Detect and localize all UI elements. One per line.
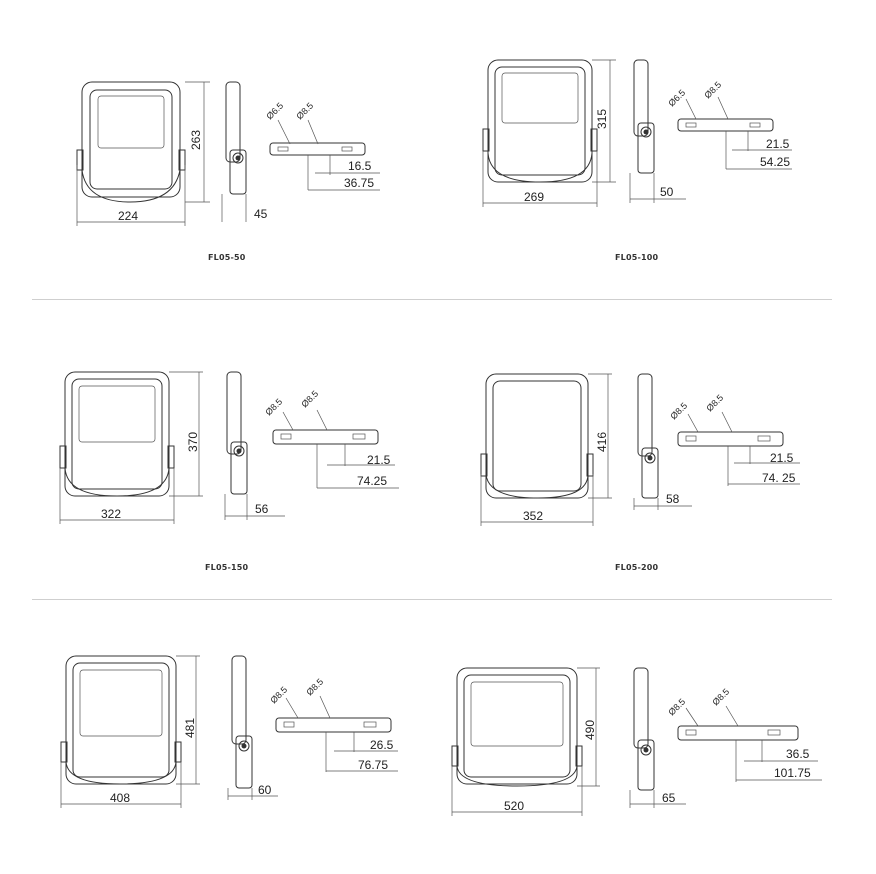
width-dimension: 269	[482, 151, 598, 207]
dim-label-b: 74.25	[357, 474, 387, 488]
hole-label-a: Ø8.5	[263, 397, 284, 418]
height-label: 481	[183, 718, 197, 738]
side-view: 60	[227, 655, 278, 800]
depth-label: 45	[254, 207, 268, 221]
depth-label: 56	[255, 502, 269, 516]
dim-label-a: 21.5	[367, 453, 391, 467]
side-view: 50	[629, 59, 686, 203]
depth-label: 58	[666, 492, 680, 506]
model-name: FL05-100	[615, 253, 659, 262]
drawing-panel-5: 481 408 60 Ø8.5 Ø8.5	[58, 652, 418, 862]
bracket-view: Ø8.5 Ø8.5 21.5 74. 25	[668, 393, 800, 486]
front-view	[76, 81, 186, 203]
dim-label-b: 54.25	[760, 155, 790, 169]
hole-label-b: Ø8.5	[702, 80, 723, 101]
width-label: 322	[101, 507, 121, 521]
dim-label-a: 16.5	[348, 159, 372, 173]
side-view: 45	[221, 81, 268, 222]
width-dimension: 352	[480, 474, 594, 526]
hole-label-a: Ø8.5	[268, 685, 289, 706]
height-label: 315	[595, 109, 609, 129]
side-view: 56	[224, 371, 285, 520]
dim-label-a: 21.5	[770, 451, 794, 465]
dimension-drawing: 490 520 65 Ø8.5 Ø8.5	[451, 667, 822, 816]
width-dimension: 322	[59, 468, 175, 524]
height-label: 490	[583, 720, 597, 740]
hole-label-b: Ø8.5	[299, 389, 320, 410]
dim-label-b: 76.75	[358, 758, 388, 772]
model-name: FL05-200	[615, 563, 659, 572]
height-label: 263	[189, 130, 203, 150]
width-label: 224	[118, 209, 138, 223]
height-dimension: 490	[577, 667, 600, 787]
width-dimension: 520	[451, 766, 583, 816]
row-divider	[32, 299, 832, 300]
side-view: 65	[629, 667, 686, 808]
drawing-panel-6: 490 520 65 Ø8.5 Ø8.5	[450, 664, 822, 874]
hole-label-a: Ø6.5	[264, 101, 285, 122]
model-name: FL05-150	[205, 563, 249, 572]
height-dimension: 416	[588, 373, 612, 499]
dim-label-a: 36.5	[786, 747, 810, 761]
dim-label-a: 21.5	[766, 137, 790, 151]
dim-label-b: 36.75	[344, 176, 374, 190]
width-dimension: 408	[60, 762, 182, 808]
dim-label-b: 74. 25	[762, 471, 796, 485]
front-view	[59, 371, 175, 497]
drawing-panel-3: 370 322 56 Ø8.5 Ø8.5	[55, 368, 415, 578]
dimension-drawing: 370 322 56 Ø8.5 Ø8.5	[59, 371, 399, 524]
hole-label-b: Ø8.5	[710, 687, 731, 708]
height-dimension: 370	[169, 371, 203, 497]
height-dimension: 263	[185, 81, 210, 203]
depth-label: 65	[662, 791, 676, 805]
bracket-view: Ø8.5 Ø8.5 21.5 74.25	[263, 389, 399, 489]
height-dimension: 481	[176, 655, 200, 785]
dimension-drawing: 263 224 45 Ø6.5 Ø8.5	[76, 81, 380, 226]
bracket-view: Ø8.5 Ø8.5 36.5 101.75	[666, 687, 822, 782]
hole-label-a: Ø8.5	[668, 401, 689, 422]
front-view	[451, 667, 583, 787]
dimension-drawing: 416 352 58 Ø8.5 Ø8.5	[480, 373, 800, 526]
hole-label-a: Ø6.5	[666, 88, 687, 109]
dim-label-a: 26.5	[370, 738, 394, 752]
bracket-view: Ø6.5 Ø8.5 16.5 36.75	[264, 101, 380, 191]
front-view	[480, 373, 594, 499]
bracket-view: Ø6.5 Ø8.5 21.5 54.25	[666, 80, 792, 170]
drawing-panel-4: 416 352 58 Ø8.5 Ø8.5	[478, 370, 838, 580]
dimension-drawing: 481 408 60 Ø8.5 Ø8.5	[60, 655, 398, 808]
model-name: FL05-50	[208, 253, 246, 262]
drawing-panel-2: 315 269 50 Ø6.5 Ø8.5	[480, 55, 840, 265]
width-label: 520	[504, 799, 524, 813]
front-view	[482, 59, 598, 183]
row-divider	[32, 599, 832, 600]
front-view	[60, 655, 182, 785]
width-dimension: 224	[76, 165, 186, 226]
side-view: 58	[633, 373, 692, 510]
depth-label: 50	[660, 185, 674, 199]
dimension-drawing: 315 269 50 Ø6.5 Ø8.5	[482, 59, 792, 207]
hole-label-b: Ø8.5	[294, 101, 315, 122]
bracket-view: Ø8.5 Ø8.5 26.5 76.75	[268, 677, 398, 772]
hole-label-b: Ø8.5	[304, 677, 325, 698]
width-label: 408	[110, 791, 130, 805]
width-label: 352	[523, 509, 543, 523]
hole-label-b: Ø8.5	[704, 393, 725, 414]
height-label: 370	[186, 432, 200, 452]
width-label: 269	[524, 190, 544, 204]
drawing-panel-1: 263 224 45 Ø6.5 Ø8.5	[60, 70, 420, 280]
height-label: 416	[595, 432, 609, 452]
height-dimension: 315	[592, 59, 616, 183]
depth-label: 60	[258, 783, 272, 797]
dim-label-b: 101.75	[774, 766, 811, 780]
hole-label-a: Ø8.5	[666, 697, 687, 718]
